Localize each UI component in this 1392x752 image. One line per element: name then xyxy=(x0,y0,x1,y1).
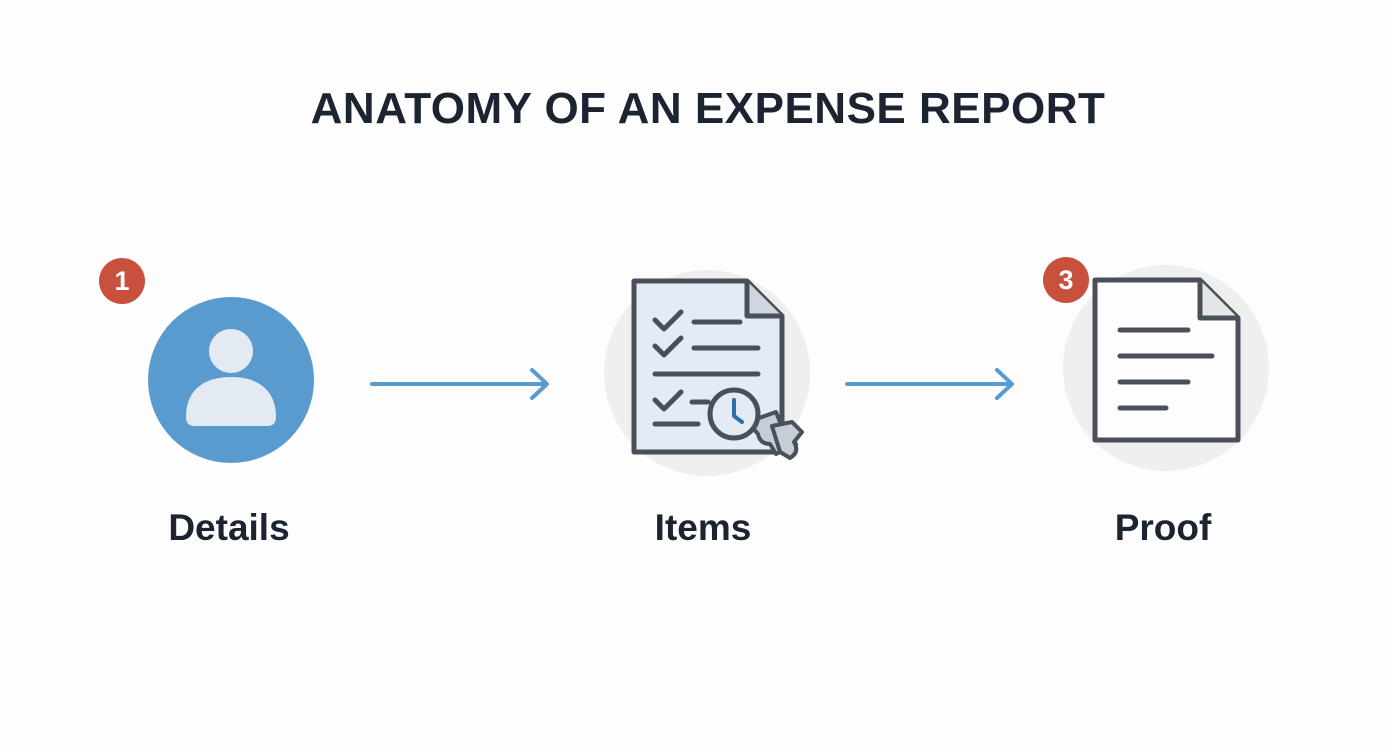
checklist-document-icon xyxy=(604,270,810,476)
diagram-title: ANATOMY OF AN EXPENSE REPORT xyxy=(310,84,1106,133)
step-1-badge: 1 xyxy=(99,258,145,304)
step-3-badge-number: 3 xyxy=(1058,264,1074,295)
step-2-label: Items xyxy=(654,507,752,548)
step-1-label: Details xyxy=(168,507,290,548)
step-1-badge-number: 1 xyxy=(114,265,130,296)
arrow-right-icon xyxy=(370,368,549,400)
arrow-right-icon xyxy=(845,368,1014,400)
step-3-badge: 3 xyxy=(1043,257,1089,303)
document-icon xyxy=(1063,265,1269,471)
step-3-label: Proof xyxy=(1114,507,1212,548)
user-icon xyxy=(148,297,314,463)
